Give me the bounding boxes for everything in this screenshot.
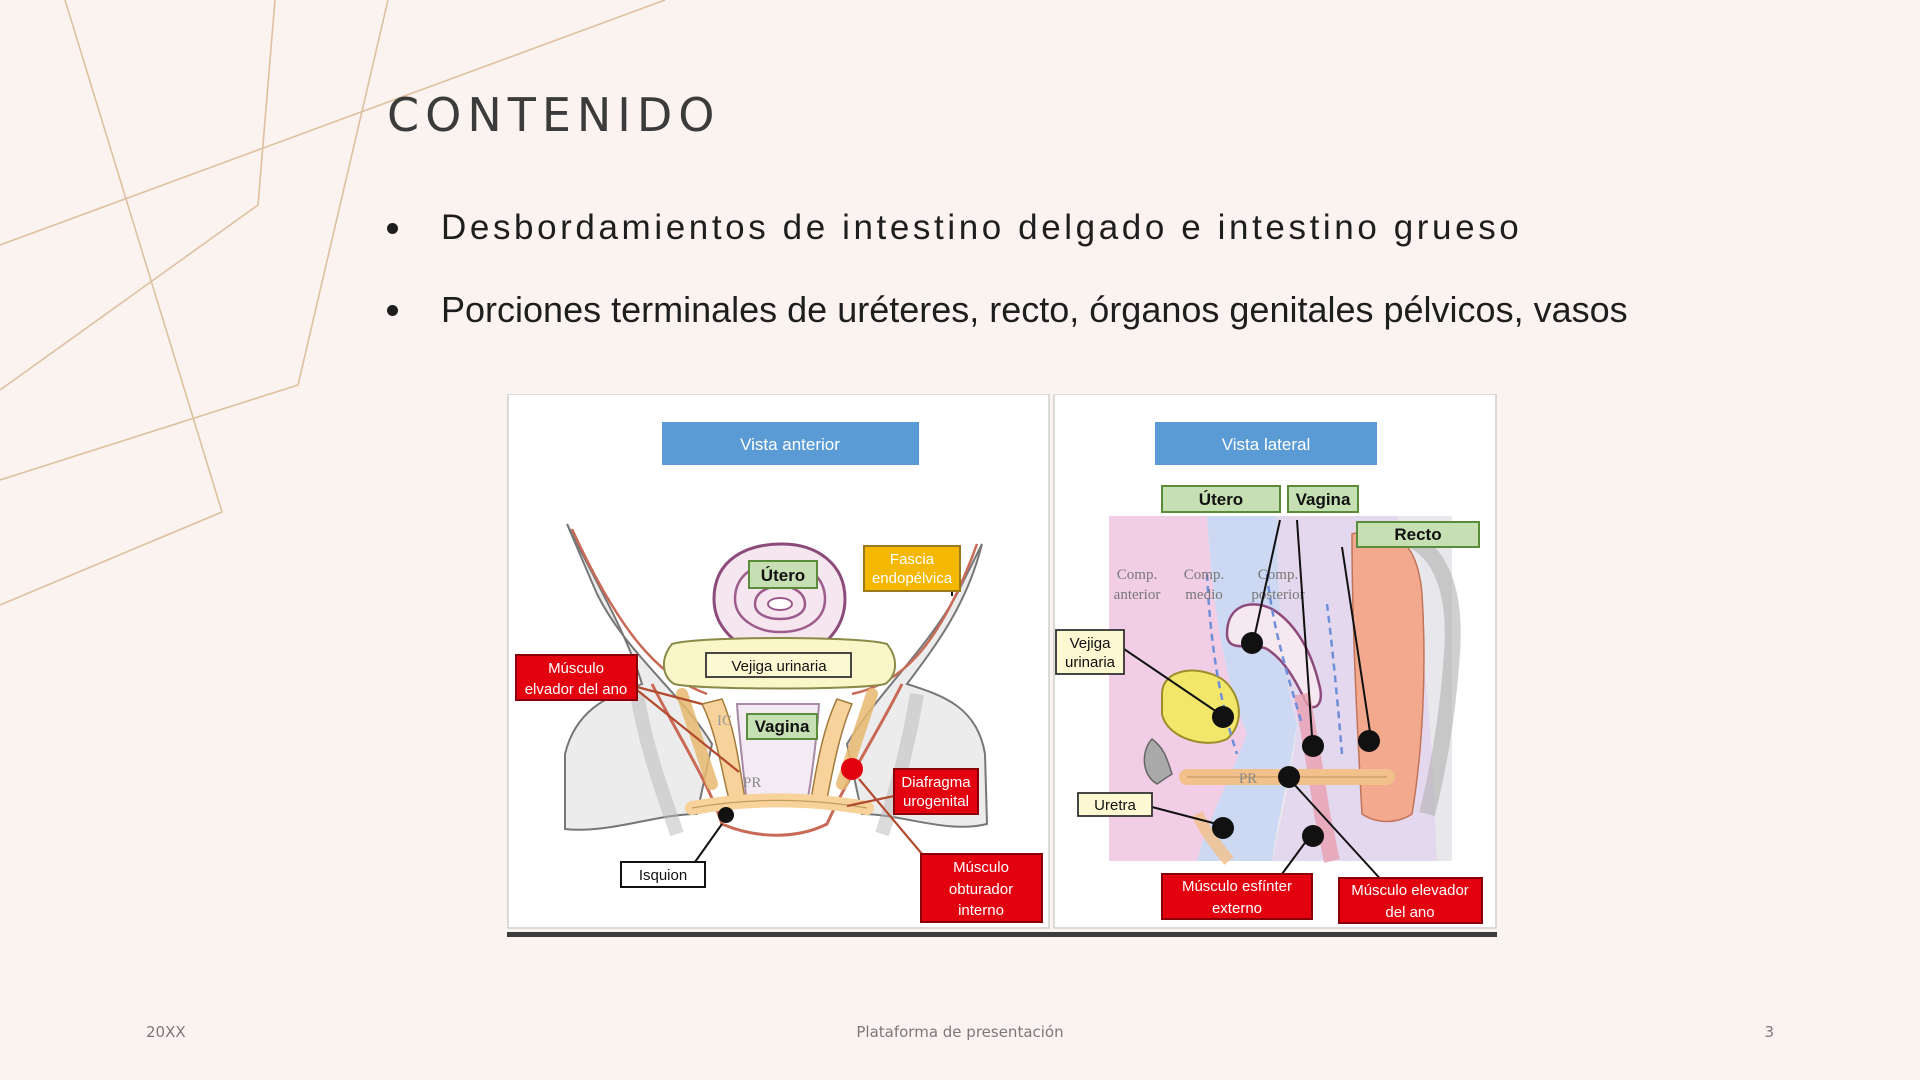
svg-text:Músculo: Músculo xyxy=(953,859,1009,876)
svg-text:Vejiga urinaria: Vejiga urinaria xyxy=(731,658,827,675)
svg-text:urogenital: urogenital xyxy=(903,793,969,810)
svg-text:externo: externo xyxy=(1212,900,1262,917)
bullet-dot-icon xyxy=(387,223,398,234)
lateral-header: Vista lateral xyxy=(1222,435,1311,454)
svg-text:Músculo: Músculo xyxy=(548,660,604,677)
svg-text:del ano: del ano xyxy=(1385,904,1434,921)
svg-text:Uretra: Uretra xyxy=(1094,797,1136,814)
anterior-label-utero: Útero xyxy=(748,560,818,589)
anterior-label-diafragma: Diafragma urogenital xyxy=(893,768,979,815)
lateral-label-vejiga: Vejiga urinaria xyxy=(1055,629,1125,675)
lateral-label-esfinter: Músculo esfínter externo xyxy=(1161,873,1313,920)
svg-text:Músculo elevador: Músculo elevador xyxy=(1351,882,1469,899)
svg-text:Isquion: Isquion xyxy=(639,867,687,884)
footer-page-number: 3 xyxy=(1764,1023,1774,1041)
anterior-pr-label: PR xyxy=(743,775,761,791)
pr-dot xyxy=(1278,766,1300,788)
vagina-dot xyxy=(1302,735,1324,757)
vejiga-dot xyxy=(1212,706,1234,728)
lateral-comp-anterior: Comp.anterior xyxy=(1114,567,1161,603)
diafragma-dot xyxy=(841,758,863,780)
svg-text:Útero: Útero xyxy=(761,566,805,585)
anterior-ic-label: IC xyxy=(717,713,732,729)
decorative-lines xyxy=(0,0,666,606)
bullet-text: Porciones terminales de uréteres, recto,… xyxy=(441,289,1628,330)
isquion-dot xyxy=(718,807,734,823)
esfinter-dot xyxy=(1302,825,1324,847)
anterior-header: Vista anterior xyxy=(740,435,840,454)
lateral-label-uretra: Uretra xyxy=(1077,792,1153,817)
lateral-label-vagina: Vagina xyxy=(1287,485,1359,513)
anterior-label-obturador: Músculo obturador interno xyxy=(920,853,1043,923)
bullet-item: Desbordamientos de intestino delgado e i… xyxy=(385,205,1628,287)
recto-dot xyxy=(1358,730,1380,752)
svg-text:Útero: Útero xyxy=(1199,490,1243,509)
svg-text:Diafragma: Diafragma xyxy=(901,774,971,791)
lateral-label-elevador: Músculo elevador del ano xyxy=(1338,877,1483,924)
svg-text:Fascia: Fascia xyxy=(890,551,935,568)
utero-dot xyxy=(1241,632,1263,654)
bullet-item: Porciones terminales de uréteres, recto,… xyxy=(385,287,1628,369)
svg-text:interno: interno xyxy=(958,902,1004,919)
svg-text:urinaria: urinaria xyxy=(1065,654,1116,671)
bullet-list: Desbordamientos de intestino delgado e i… xyxy=(385,205,1628,369)
footer-title: Plataforma de presentación xyxy=(856,1023,1064,1041)
anterior-label-vejiga: Vejiga urinaria xyxy=(705,652,852,678)
lateral-pr-label: PR xyxy=(1239,771,1257,787)
svg-text:Músculo esfínter: Músculo esfínter xyxy=(1182,878,1292,895)
anterior-label-elevador: Músculo elvador del ano xyxy=(515,654,638,701)
uretra-dot xyxy=(1212,817,1234,839)
svg-text:Vagina: Vagina xyxy=(755,717,810,736)
anterior-label-fascia: Fascia endopélvica xyxy=(863,545,961,592)
lateral-label-utero: Útero xyxy=(1161,485,1281,513)
lateral-label-recto: Recto xyxy=(1356,521,1480,548)
anterior-label-vagina: Vagina xyxy=(746,713,818,740)
svg-text:elvador del ano: elvador del ano xyxy=(525,681,628,698)
svg-text:Recto: Recto xyxy=(1394,525,1441,544)
lateral-comp-medio: Comp.medio xyxy=(1184,567,1224,603)
svg-text:Vejiga: Vejiga xyxy=(1070,635,1112,652)
svg-text:obturador: obturador xyxy=(949,881,1013,898)
figure-bottom-rule xyxy=(507,932,1497,937)
anterior-view-panel: Vista anterior IC PR xyxy=(507,393,1050,929)
pelvic-anatomy-figure: Vista anterior IC PR xyxy=(507,393,1497,938)
svg-text:endopélvica: endopélvica xyxy=(872,570,953,587)
svg-text:Vagina: Vagina xyxy=(1296,490,1351,509)
lateral-view-panel: Vista lateral Comp.anterior Comp.medio C… xyxy=(1053,393,1497,929)
anterior-label-isquion: Isquion xyxy=(620,861,706,888)
slide-title: CONTENIDO xyxy=(387,88,721,142)
footer-date: 20XX xyxy=(146,1023,186,1041)
bullet-text: Desbordamientos de intestino delgado e i… xyxy=(441,208,1523,247)
bullet-dot-icon xyxy=(387,305,398,316)
